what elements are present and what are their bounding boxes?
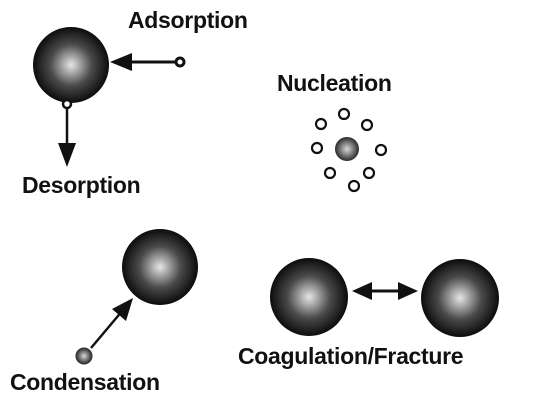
coagulation-group — [270, 258, 499, 337]
adsorption-arrowhead — [110, 53, 132, 71]
condensation-particle — [122, 229, 198, 305]
desorbing-molecule — [61, 98, 73, 110]
coagulation-particle-left — [270, 258, 348, 336]
monomer-4 — [310, 141, 324, 155]
condensation-arrowhead — [112, 298, 133, 321]
condensing-vapor-molecule — [75, 347, 93, 365]
adsorption-particle — [33, 27, 109, 103]
monomer-2 — [314, 117, 328, 131]
desorption-arrowhead — [58, 143, 76, 167]
monomer-1 — [337, 107, 351, 121]
condensation-label: Condensation — [10, 369, 160, 395]
adsorption-group — [33, 27, 186, 167]
monomer-5 — [374, 143, 388, 157]
adsorption-label: Adsorption — [128, 7, 248, 33]
monomer-7 — [362, 166, 376, 180]
coagulation-particle-right — [421, 259, 499, 337]
nucleation-label: Nucleation — [277, 70, 392, 96]
nucleus-particle — [335, 137, 359, 161]
adsorbing-molecule — [174, 56, 186, 68]
monomer-6 — [323, 166, 337, 180]
coagulation-arrowhead-left — [352, 282, 372, 300]
condensation-group — [75, 229, 198, 365]
nucleation-group — [310, 107, 388, 193]
monomer-8 — [347, 179, 361, 193]
desorption-label: Desorption — [22, 172, 141, 198]
coagulation-arrowhead-right — [398, 282, 418, 300]
coagulation-fracture-label: Coagulation/Fracture — [238, 343, 464, 369]
monomer-3 — [360, 118, 374, 132]
condensation-arrow-shaft — [90, 309, 124, 349]
